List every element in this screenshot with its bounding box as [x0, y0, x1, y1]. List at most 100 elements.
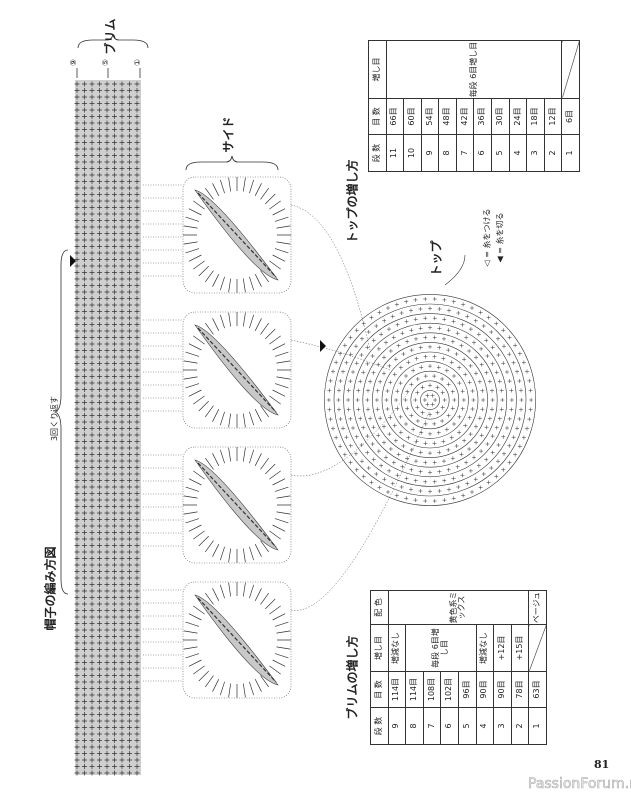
- single-crochet-row: [74, 81, 140, 87]
- top-leader-line: [444, 254, 466, 286]
- stitch-count: 66目: [386, 98, 404, 135]
- single-crochet-row: [74, 374, 140, 379]
- single-crochet-row: [74, 627, 140, 633]
- top-stitches: [346, 316, 514, 484]
- row-number: 5: [491, 134, 510, 172]
- top-stitches: [355, 325, 505, 475]
- top-stitches: [374, 344, 486, 456]
- single-crochet-row: [74, 595, 140, 600]
- motif-chain: [197, 462, 277, 548]
- single-crochet-row: [74, 322, 140, 327]
- row-number: 10: [403, 134, 422, 172]
- color-row1: ベージュ: [528, 590, 547, 625]
- single-crochet-row: [74, 640, 140, 646]
- increase-empty: [528, 624, 547, 672]
- row-number: 9: [421, 134, 439, 172]
- single-crochet-row: [74, 179, 140, 184]
- row-number: 6: [440, 707, 459, 745]
- single-crochet-row: [74, 315, 140, 321]
- top-stitches: [413, 383, 447, 417]
- stitch-count: 60目: [403, 98, 422, 135]
- top-round: [362, 332, 498, 468]
- top-round: [381, 351, 479, 449]
- row-number: 4: [476, 707, 494, 745]
- stitch-count: 90目: [476, 671, 494, 708]
- single-crochet-row: [74, 276, 140, 282]
- single-crochet-row: [74, 133, 140, 139]
- top-label: トップ: [429, 240, 444, 277]
- single-crochet-row: [74, 88, 140, 93]
- increase: 増減なし: [476, 624, 494, 672]
- single-crochet-row: [74, 198, 140, 204]
- single-crochet-row: [74, 491, 140, 496]
- table-header: 段 数: [370, 707, 389, 745]
- row-number: 8: [438, 134, 457, 172]
- legend-attach: ◁ = 糸をつける: [481, 209, 492, 267]
- single-crochet-row: [74, 283, 140, 288]
- single-crochet-row: [74, 257, 140, 262]
- connector-to-top: [290, 204, 371, 351]
- table-header: 目 数: [370, 671, 389, 708]
- single-crochet-row: [74, 647, 140, 652]
- single-crochet-row: [74, 608, 140, 613]
- single-crochet-row: [74, 250, 140, 256]
- single-crochet-row: [74, 218, 140, 223]
- increase: 増減なし: [388, 624, 406, 672]
- top-stitches: [365, 335, 495, 465]
- watermark: PassionForum.ru: [528, 776, 631, 793]
- single-crochet-row: [74, 452, 140, 457]
- single-crochet-row: [74, 666, 140, 672]
- single-crochet-row: [74, 354, 140, 360]
- row-number: 7: [423, 707, 441, 745]
- stitch-count: 102目: [440, 671, 459, 708]
- single-crochet-row: [74, 153, 140, 158]
- single-crochet-row: [74, 367, 140, 373]
- connector-lines: [143, 184, 183, 277]
- legend-attach-text: = 糸をつける: [482, 208, 492, 258]
- single-crochet-row: [74, 309, 140, 314]
- top-round: [333, 303, 527, 497]
- single-crochet-row: [74, 712, 140, 717]
- single-crochet-row: [74, 114, 140, 119]
- single-crochet-row: [74, 244, 140, 249]
- single-crochet-row: [74, 634, 140, 639]
- single-crochet-row: [74, 530, 140, 535]
- row-number: 11: [386, 134, 404, 172]
- stitch-count: 114目: [405, 671, 424, 708]
- single-crochet-row: [74, 172, 140, 178]
- top-round: [372, 342, 488, 458]
- top-round: [420, 390, 440, 410]
- single-crochet-row: [74, 582, 140, 587]
- stitch-count: 96目: [458, 671, 477, 708]
- stitch-count: 48目: [438, 98, 457, 135]
- single-crochet-row: [74, 770, 140, 776]
- single-crochet-row: [74, 510, 140, 516]
- single-crochet-row: [74, 211, 140, 217]
- single-crochet-row: [74, 101, 140, 106]
- row-marker-1: ①: [133, 58, 143, 67]
- repeat-bracket: [53, 249, 69, 595]
- single-crochet-row: [74, 484, 140, 490]
- brim-label: ブリム: [103, 18, 118, 55]
- stitch-count: 78目: [511, 671, 529, 708]
- single-crochet-row: [74, 562, 140, 568]
- connector-to-top: [290, 409, 431, 611]
- single-crochet-row: [74, 127, 140, 132]
- connector-lines: [143, 319, 183, 412]
- single-crochet-row: [74, 751, 140, 756]
- stitch-count: 108目: [423, 671, 441, 708]
- single-crochet-row: [74, 335, 140, 340]
- stitch-count: 18目: [526, 98, 545, 135]
- single-crochet-row: [74, 725, 140, 730]
- single-crochet-row: [74, 159, 140, 165]
- row-number: 4: [509, 134, 527, 172]
- motif-chain: [197, 597, 277, 683]
- single-crochet-row: [74, 341, 140, 347]
- single-crochet-row: [74, 575, 140, 581]
- table-header: 増し目: [370, 624, 389, 672]
